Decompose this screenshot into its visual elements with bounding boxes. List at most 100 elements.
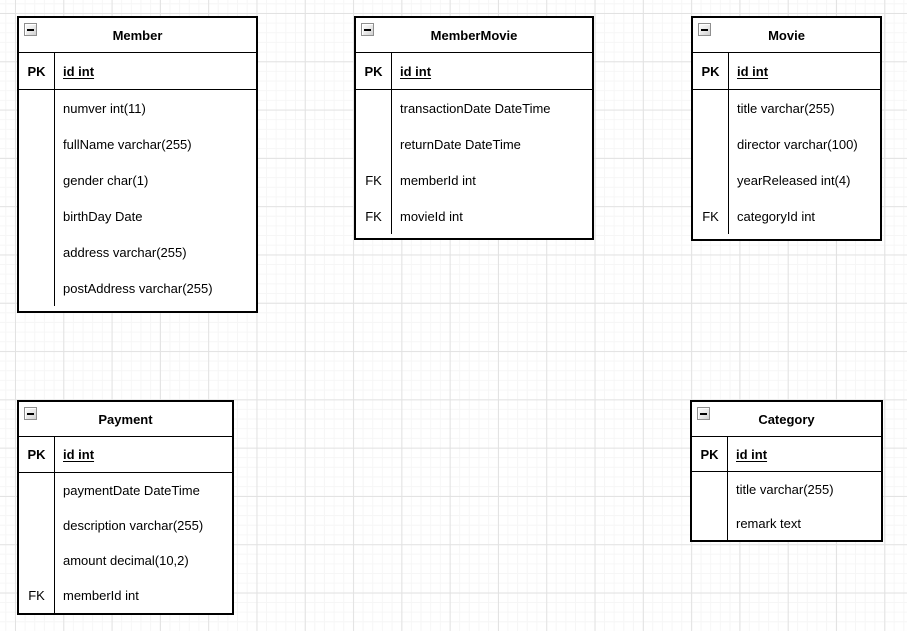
pk-field: id int [63, 63, 95, 79]
attribute-row[interactable]: fullName varchar(255) [19, 126, 256, 162]
attribute-field: title varchar(255) [736, 481, 834, 497]
pk-badge: PK [19, 437, 55, 472]
attribute-field: fullName varchar(255) [63, 136, 192, 152]
key-cell-empty [356, 90, 392, 126]
primary-key-row[interactable]: PK id int [356, 53, 592, 90]
pk-field: id int [737, 63, 769, 79]
table-header: Movie [693, 18, 880, 53]
key-cell-empty [19, 198, 55, 234]
key-cell-empty [19, 126, 55, 162]
pk-field: id int [400, 63, 432, 79]
attribute-field: movieId int [400, 208, 463, 224]
key-cell-empty [19, 543, 55, 578]
key-cell-empty [693, 90, 729, 126]
attribute-field: gender char(1) [63, 172, 149, 188]
attribute-field: returnDate DateTime [400, 136, 521, 152]
key-cell-empty [693, 162, 729, 198]
attribute-row[interactable]: director varchar(100) [693, 126, 880, 162]
attribute-row[interactable]: title varchar(255) [693, 90, 880, 126]
attribute-row[interactable]: description varchar(255) [19, 508, 232, 543]
key-cell-empty [19, 162, 55, 198]
attribute-row[interactable]: paymentDate DateTime [19, 473, 232, 508]
primary-key-row[interactable]: PK id int [692, 437, 881, 472]
collapse-minus-icon[interactable] [24, 23, 37, 36]
pk-badge: PK [356, 53, 392, 89]
key-cell-empty [19, 270, 55, 306]
key-cell-empty [692, 472, 728, 506]
primary-key-row[interactable]: PK id int [19, 437, 232, 473]
attribute-row[interactable]: remark text [692, 506, 881, 540]
pk-badge: PK [693, 53, 729, 89]
attribute-field: yearReleased int(4) [737, 172, 851, 188]
pk-field: id int [63, 447, 95, 462]
attribute-field: postAddress varchar(255) [63, 280, 213, 296]
attribute-field: title varchar(255) [737, 100, 835, 116]
attribute-row[interactable]: numver int(11) [19, 90, 256, 126]
attribute-field: memberId int [400, 172, 476, 188]
minus-glyph [701, 28, 708, 31]
fk-badge: FK [356, 162, 392, 198]
attribute-row[interactable]: address varchar(255) [19, 234, 256, 270]
collapse-minus-icon[interactable] [698, 23, 711, 36]
attribute-row[interactable]: gender char(1) [19, 162, 256, 198]
attribute-row[interactable]: returnDate DateTime [356, 126, 592, 162]
fk-badge: FK [693, 198, 729, 234]
attribute-field: amount decimal(10,2) [63, 553, 189, 568]
attribute-row[interactable]: title varchar(255) [692, 472, 881, 506]
pk-field: id int [736, 446, 768, 462]
table-header: Member [19, 18, 256, 53]
minus-glyph [700, 412, 707, 415]
table-filler [693, 234, 880, 239]
primary-key-row[interactable]: PK id int [693, 53, 880, 90]
attribute-field: director varchar(100) [737, 136, 858, 152]
attribute-row[interactable]: birthDay Date [19, 198, 256, 234]
key-cell-empty [692, 506, 728, 540]
key-cell-empty [693, 126, 729, 162]
attribute-row[interactable]: amount decimal(10,2) [19, 543, 232, 578]
fk-badge: FK [19, 578, 55, 613]
collapse-minus-icon[interactable] [361, 23, 374, 36]
attribute-row[interactable]: FK memberId int [19, 578, 232, 613]
collapse-minus-icon[interactable] [697, 407, 710, 420]
minus-glyph [364, 28, 371, 31]
collapse-minus-icon[interactable] [24, 407, 37, 420]
entity-title: MemberMovie [430, 27, 518, 43]
key-cell-empty [19, 508, 55, 543]
table-header: MemberMovie [356, 18, 592, 53]
attribute-row[interactable]: transactionDate DateTime [356, 90, 592, 126]
pk-badge: PK [692, 437, 728, 471]
attribute-field: address varchar(255) [63, 244, 187, 260]
attribute-row[interactable]: postAddress varchar(255) [19, 270, 256, 306]
attribute-row[interactable]: FK memberId int [356, 162, 592, 198]
minus-glyph [27, 28, 34, 31]
entity-title: Category [758, 411, 815, 427]
attribute-row[interactable]: FK movieId int [356, 198, 592, 234]
attribute-field: numver int(11) [63, 100, 146, 116]
minus-glyph [27, 412, 34, 415]
attribute-field: birthDay Date [63, 208, 143, 224]
entity-title: Payment [98, 411, 153, 427]
attribute-field: transactionDate DateTime [400, 100, 551, 116]
entity-title: Movie [768, 27, 805, 43]
table-filler [356, 234, 592, 238]
fk-badge: FK [356, 198, 392, 234]
key-cell-empty [356, 126, 392, 162]
attribute-field: paymentDate DateTime [63, 483, 200, 498]
attribute-field: categoryId int [737, 208, 816, 224]
key-cell-empty [19, 473, 55, 508]
attribute-row[interactable]: yearReleased int(4) [693, 162, 880, 198]
attribute-field: remark text [736, 515, 802, 531]
attribute-field: memberId int [63, 588, 139, 603]
entity-title: Member [112, 27, 163, 43]
table-filler [19, 306, 256, 311]
attribute-row[interactable]: FK categoryId int [693, 198, 880, 234]
key-cell-empty [19, 90, 55, 126]
key-cell-empty [19, 234, 55, 270]
